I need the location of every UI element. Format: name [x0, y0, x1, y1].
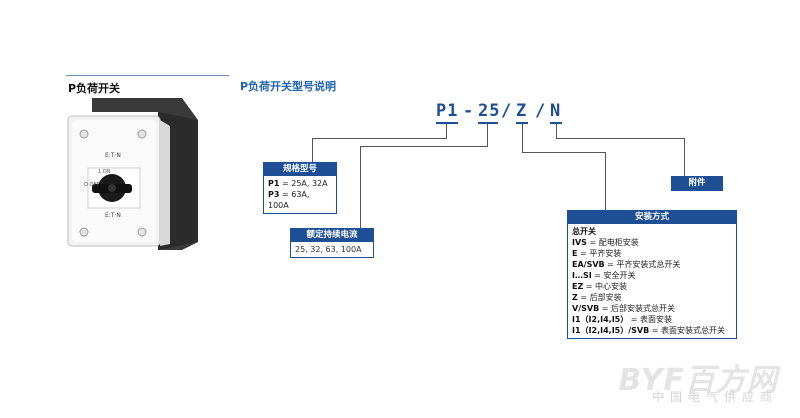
connector-25-v — [487, 124, 488, 146]
connector-z-drop — [605, 152, 606, 210]
accessory-box: 附件 — [671, 176, 723, 191]
mounting-box: 安装方式 总开关 IVS = 配电柜安装 E = 平齐安装 EA/SVB = 平… — [567, 210, 737, 339]
spec-row: P3 = 63A, 100A — [268, 190, 310, 210]
mount-row: Z = 后部安装 — [572, 293, 622, 302]
brand-mark-bottom: E:T·N — [105, 212, 121, 219]
connector-p1-h — [312, 138, 447, 139]
spec-row: P1 = 25A, 32A — [268, 179, 328, 188]
connector-z-v — [522, 124, 523, 152]
mount-row: I1（I2,I4,I5）/SVB = 表面安装式总开关 — [572, 326, 726, 335]
mount-row: E = 平齐安装 — [572, 249, 622, 258]
switch-on-label: 1 ON — [98, 169, 111, 175]
spec-box-title: 规格型号 — [264, 163, 336, 176]
load-switch-image — [67, 98, 198, 250]
rated-current-title: 额定持续电流 — [291, 229, 373, 242]
left-heading: P负荷开关 — [68, 82, 121, 95]
underline-z — [516, 122, 528, 124]
code-part-n: N — [550, 101, 562, 121]
code-part-z: Z — [516, 101, 528, 121]
underline-p1 — [436, 122, 458, 124]
code-sep-slash-2: / — [535, 101, 546, 121]
connector-p1-v — [446, 124, 447, 138]
underline-n — [550, 122, 562, 124]
code-sep-slash-1: / — [501, 101, 512, 121]
connector-25-drop — [360, 146, 361, 228]
mount-row: I…SI = 安全开关 — [572, 271, 636, 280]
mount-row: 总开关 — [572, 227, 596, 236]
rated-current-value: 25, 32, 63, 100A — [295, 245, 362, 254]
connector-p1-drop — [312, 138, 313, 162]
rated-current-box: 额定持续电流 25, 32, 63, 100A — [290, 228, 374, 258]
mount-row: EA/SVB = 平齐安装式总开关 — [572, 260, 681, 269]
mount-row: EZ = 中心安装 — [572, 282, 628, 291]
connector-25-h — [360, 146, 488, 147]
connector-n-v — [556, 124, 557, 138]
connector-z-h — [522, 152, 606, 153]
code-part-p1: P1 — [436, 101, 459, 121]
accessory-title: 附件 — [672, 177, 722, 190]
code-sep-dash: - — [463, 101, 474, 121]
switch-off-label: O OFF — [84, 182, 100, 188]
connector-n-h — [556, 138, 684, 139]
spec-box-body: P1 = 25A, 32A P3 = 63A, 100A — [264, 176, 336, 213]
watermark-logo: BYF百方网 — [618, 363, 778, 398]
code-part-25: 25 — [478, 101, 501, 121]
left-heading-rule — [66, 75, 229, 76]
diagram-title: P负荷开关型号说明 — [240, 80, 337, 93]
spec-box: 规格型号 P1 = 25A, 32A P3 = 63A, 100A — [263, 162, 337, 214]
underline-25 — [478, 122, 498, 124]
mount-row: IVS = 配电柜安装 — [572, 238, 639, 247]
watermark-subtitle: 中国电气供应商 — [651, 390, 778, 404]
mount-row: I1（I2,I4,I5） = 表面安装 — [572, 315, 673, 324]
mount-row: V/SVB = 后部安装式总开关 — [572, 304, 675, 313]
mounting-body: 总开关 IVS = 配电柜安装 E = 平齐安装 EA/SVB = 平齐安装式总… — [568, 224, 736, 338]
brand-mark-top: E:T·N — [105, 152, 121, 159]
connector-n-drop — [684, 138, 685, 176]
mounting-title: 安装方式 — [568, 211, 736, 224]
